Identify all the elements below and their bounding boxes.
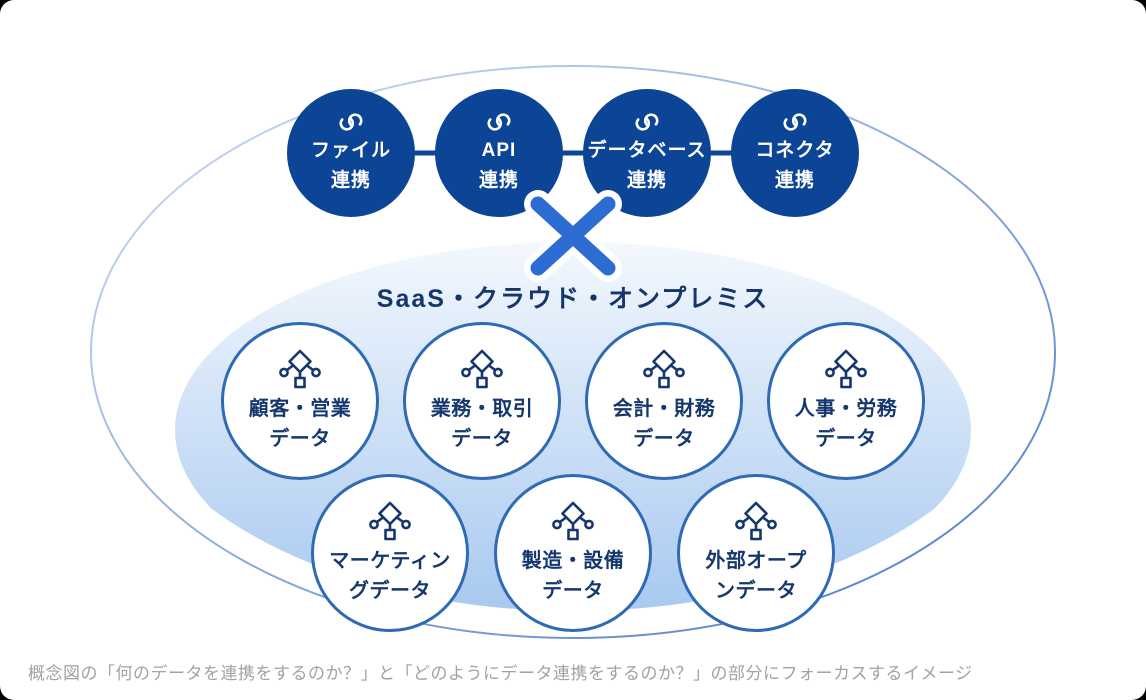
category-label: 外部オープ ンデータ — [705, 546, 806, 606]
link-icon — [635, 113, 659, 131]
link-icon — [783, 113, 807, 131]
category-node-accounting-finance: 会計・財務 データ — [585, 322, 743, 480]
category-label-line1: 顧客・営業 — [248, 397, 352, 420]
data-hierarchy-icon — [825, 349, 867, 388]
data-hierarchy-icon — [369, 501, 411, 540]
multiply-cross-icon — [524, 190, 622, 282]
diagram-caption: 概念図の「何のデータを連携をするのか？」と「どのようにデータ連携をするのか？」の… — [28, 664, 973, 683]
method-label-line1: データベース — [587, 140, 707, 162]
method-node-connector: コネクタ 連携 — [731, 89, 859, 217]
data-hierarchy-icon — [552, 501, 594, 540]
method-label: ファイル 連携 — [311, 136, 391, 195]
category-label-line2: データ — [269, 427, 331, 450]
method-label-line1: コネクタ — [755, 140, 835, 162]
category-node-business-transaction: 業務・取引 データ — [403, 322, 561, 480]
data-hierarchy-icon — [735, 501, 777, 540]
category-label: 業務・取引 データ — [431, 394, 534, 454]
category-label-line1: 人事・労務 — [794, 397, 898, 420]
method-label-line2: 連携 — [626, 169, 667, 191]
category-label: マーケティン グデータ — [329, 546, 450, 606]
method-label-line1: API — [481, 140, 517, 162]
outer-ellipse-border — [90, 65, 1056, 639]
category-label-line2: グデータ — [349, 579, 431, 602]
category-label-line2: データ — [633, 427, 695, 450]
method-label-line2: 連携 — [774, 169, 815, 191]
method-label: データベース 連携 — [587, 136, 706, 195]
category-node-marketing: マーケティン グデータ — [311, 474, 469, 632]
method-node-file: ファイル 連携 — [287, 89, 415, 217]
category-label-line1: 外部オープ — [705, 549, 807, 572]
method-label-line1: ファイル — [310, 140, 391, 162]
link-icon — [487, 113, 511, 131]
category-label-line2: データ — [451, 427, 513, 450]
category-label-line2: データ — [815, 427, 877, 450]
category-node-manufacturing-equipment: 製造・設備 データ — [494, 474, 652, 632]
method-label-line2: 連携 — [330, 169, 371, 191]
category-node-hr-labor: 人事・労務 データ — [767, 322, 925, 480]
data-hierarchy-icon — [461, 349, 503, 388]
category-label-line2: データ — [542, 579, 604, 602]
category-label: 人事・労務 データ — [795, 394, 898, 454]
category-label-line1: 製造・設備 — [521, 549, 625, 572]
data-hierarchy-icon — [643, 349, 685, 388]
method-label: コネクタ 連携 — [755, 136, 834, 195]
data-hierarchy-icon — [279, 349, 321, 388]
category-label-line1: 業務・取引 — [430, 397, 534, 420]
category-node-customer-sales: 顧客・営業 データ — [221, 322, 379, 480]
category-label: 製造・設備 データ — [522, 546, 625, 606]
method-label-line2: 連携 — [478, 169, 519, 191]
category-label: 会計・財務 データ — [613, 394, 716, 454]
category-label-line2: ンデータ — [715, 579, 797, 602]
category-label-line1: マーケティン — [329, 549, 451, 572]
category-label-line1: 会計・財務 — [612, 397, 716, 420]
platform-heading: SaaS・クラウド・オンプレミス — [376, 285, 770, 313]
method-label: API 連携 — [479, 136, 519, 195]
link-icon — [339, 113, 363, 131]
category-node-external-open-data: 外部オープ ンデータ — [677, 474, 835, 632]
category-label: 顧客・営業 データ — [249, 394, 352, 454]
